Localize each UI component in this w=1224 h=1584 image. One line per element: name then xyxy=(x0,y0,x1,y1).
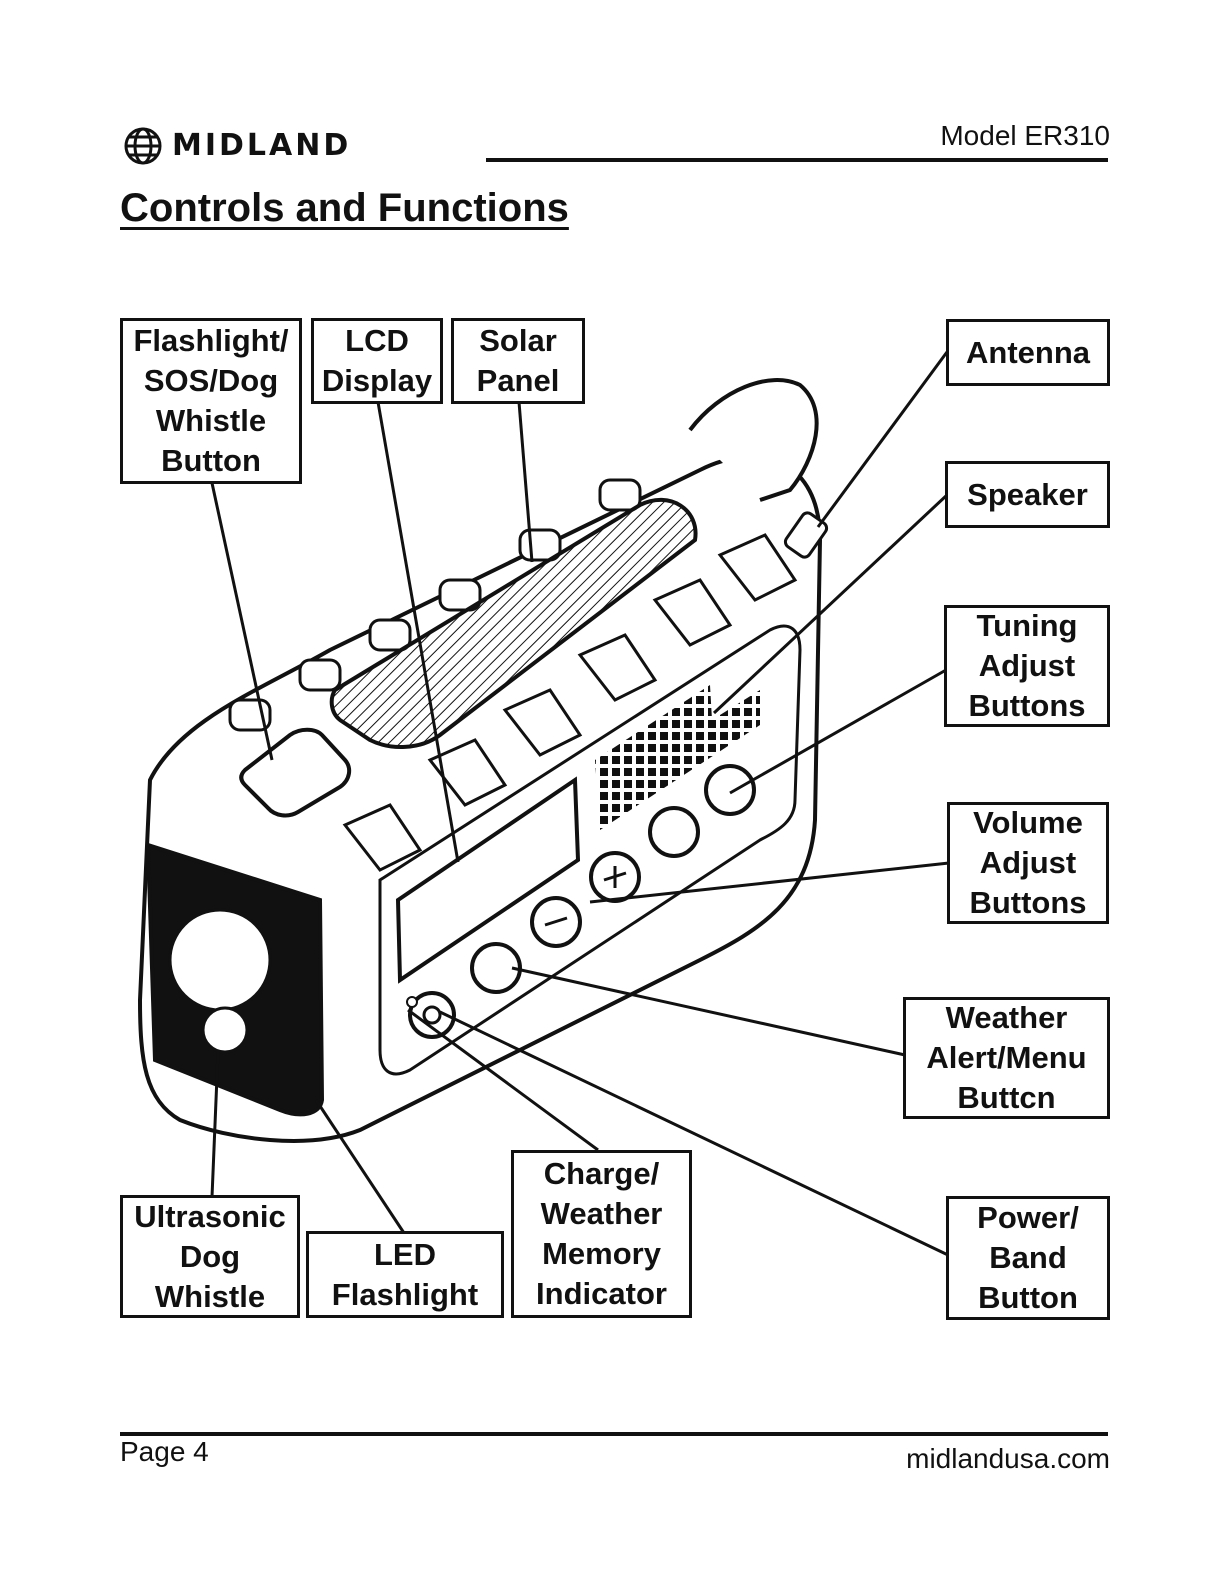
label-led-flashlight: LED Flashlight xyxy=(306,1231,504,1318)
footer-divider xyxy=(120,1432,1108,1436)
label-weather-alert-menu-button: Weather Alert/Menu Buttcn xyxy=(903,997,1110,1119)
label-solar-panel: Solar Panel xyxy=(451,318,585,404)
website-url: midlandusa.com xyxy=(820,1443,1110,1475)
label-charge-weather-memory-indicator: Charge/ Weather Memory Indicator xyxy=(511,1150,692,1318)
label-ultrasonic-dog-whistle: Ultrasonic Dog Whistle xyxy=(120,1195,300,1318)
label-lcd-display: LCD Display xyxy=(311,318,443,404)
label-volume-adjust-buttons: Volume Adjust Buttons xyxy=(947,802,1109,924)
page-number: Page 4 xyxy=(120,1436,209,1468)
label-flashlight-sos-button: Flashlight/ SOS/Dog Whistle Button xyxy=(120,318,302,484)
label-tuning-adjust-buttons: Tuning Adjust Buttons xyxy=(944,605,1110,727)
label-antenna: Antenna xyxy=(946,319,1110,386)
label-power-band-button: Power/ Band Button xyxy=(946,1196,1110,1320)
label-speaker: Speaker xyxy=(945,461,1110,528)
